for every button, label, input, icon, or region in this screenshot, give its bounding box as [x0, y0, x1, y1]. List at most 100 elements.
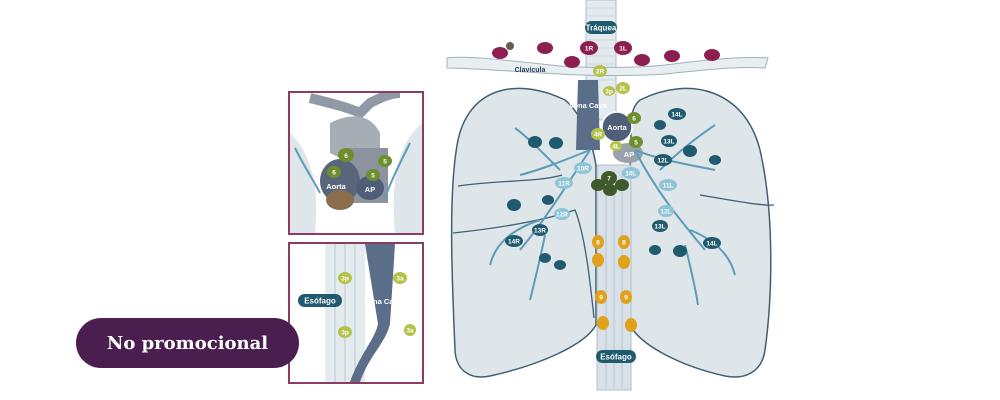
- inset-aorta-label: Aorta: [326, 182, 346, 191]
- inset-node-6b-label: 6: [332, 170, 336, 177]
- node-11l-label: 11L: [663, 183, 674, 190]
- node-2l-label: 2L: [619, 86, 627, 93]
- inset-ap-label: AP: [365, 185, 375, 194]
- inset-node-3p-b: [338, 326, 352, 338]
- left-fissure: [699, 194, 775, 206]
- inset-node-6: [338, 148, 354, 162]
- node-2r: [593, 65, 607, 77]
- node-13l: [652, 220, 668, 232]
- node-12l: [658, 205, 674, 217]
- inset-node-3a-label: 3a: [396, 276, 404, 283]
- node-4r-label: 4R: [594, 132, 603, 139]
- node-12r-label: 12R: [556, 212, 568, 219]
- node-14l-upper-label: 14L: [671, 112, 682, 119]
- inset-node-3a-b-label: 3a: [406, 328, 414, 335]
- node-7-label: 7: [607, 176, 611, 183]
- node-9-right: [595, 290, 607, 304]
- node-10l: [622, 167, 640, 179]
- inset-node-5b-label: 5: [371, 173, 375, 180]
- node-12l-upper: [654, 154, 672, 166]
- inset-node-3p: [338, 272, 352, 284]
- node-9-right-label: 9: [599, 295, 603, 302]
- inset-aorta-ap: 6 6 5 5 Aorta AP: [288, 91, 424, 235]
- inset-esophagus-drawing: 3p 3a 3p 3a Esófago Vena Cava: [290, 244, 422, 382]
- hilar-nodes: [507, 120, 721, 270]
- node-12l-upper-label: 12L: [657, 158, 668, 165]
- clavicle-shape: [446, 56, 769, 76]
- node-6: [627, 112, 641, 124]
- node-10r: [574, 162, 592, 174]
- node-2r-label: 2R: [596, 69, 605, 76]
- node-7-cluster: [591, 179, 629, 196]
- node-11r-label: 11R: [558, 181, 570, 188]
- inset-node-5-label: 5: [383, 159, 387, 166]
- node-9-left-label: 9: [624, 295, 628, 302]
- inset-node-6-label: 6: [344, 153, 348, 160]
- clavicle-label: Clavícula: [515, 67, 546, 74]
- node-3p-label: 3p: [605, 89, 613, 96]
- node-6-label: 6: [632, 116, 636, 123]
- inset-esophagus-label: Esófago: [304, 297, 336, 306]
- trachea-label-pill: [585, 21, 617, 34]
- inset-node-3a: [393, 272, 407, 284]
- node-11l: [659, 179, 677, 191]
- inset-esophagus-pill: [298, 294, 342, 307]
- node-8-left-label: 8: [622, 240, 626, 247]
- vena-cava-label: Vena Cava: [569, 101, 607, 110]
- node-11r: [555, 177, 573, 189]
- no-promotional-badge: No promocional: [76, 318, 299, 368]
- trachea-label: Tráquea: [586, 24, 617, 33]
- node-10r-label: 10R: [577, 166, 589, 173]
- node-9-left: [620, 290, 632, 304]
- node-14l-upper: [668, 108, 686, 120]
- inset-aorta-ap-drawing: 6 6 5 5 Aorta AP: [290, 93, 422, 233]
- node-13r: [532, 224, 548, 236]
- node-14r: [505, 235, 523, 247]
- node-12r: [554, 208, 570, 220]
- node-1l: [614, 41, 632, 55]
- ap-label: AP: [624, 150, 634, 159]
- node-1r: [580, 41, 598, 55]
- node-8-right-label: 8: [596, 240, 600, 247]
- aorta-label: Aorta: [607, 123, 627, 132]
- node-small: [506, 42, 514, 50]
- inset-node-3p-b-label: 3p: [341, 330, 349, 337]
- inset-node-5: [378, 155, 392, 167]
- lower-nodes: [592, 253, 637, 332]
- node-12l-label: 12L: [660, 209, 671, 216]
- node-8-left: [618, 235, 630, 249]
- node-10l-label: 10L: [625, 171, 636, 178]
- right-fissure-lower: [452, 209, 595, 319]
- inset-esophagus-vena-cava: 3p 3a 3p 3a Esófago Vena Cava: [288, 242, 424, 384]
- node-13l-label: 13L: [654, 224, 665, 231]
- node-7: [601, 171, 617, 185]
- node-13l-upper-label: 13L: [663, 139, 674, 146]
- inset-vena-cava-label: Vena Cava: [364, 297, 402, 306]
- inset-node-3a-b: [404, 324, 416, 336]
- node-1l-label: 1L: [619, 46, 627, 53]
- node-4r: [591, 128, 605, 140]
- inset-node-3p-label: 3p: [341, 276, 349, 283]
- node-5: [629, 136, 643, 148]
- right-fissure-upper: [457, 174, 563, 187]
- node-13l-upper: [661, 135, 677, 147]
- right-lung: [450, 87, 597, 378]
- inset-node-6b: [327, 166, 341, 178]
- node-1r-label: 1R: [585, 46, 594, 53]
- node-14l-label: 14L: [706, 241, 717, 248]
- node-13r-label: 13R: [534, 228, 546, 235]
- node-3p: [603, 86, 615, 96]
- left-lung: [629, 87, 772, 378]
- node-14l: [703, 237, 721, 249]
- esophagus-label-pill: [596, 350, 636, 363]
- node-5-label: 5: [634, 140, 638, 147]
- inset-node-5b: [366, 169, 380, 181]
- node-4l: [610, 141, 622, 151]
- node-4l-label: 4L: [612, 144, 620, 151]
- supraclavicular-nodes: [492, 42, 720, 68]
- node-8-right: [592, 235, 604, 249]
- node-14r-label: 14R: [508, 239, 520, 246]
- esophagus-label: Esófago: [600, 353, 632, 362]
